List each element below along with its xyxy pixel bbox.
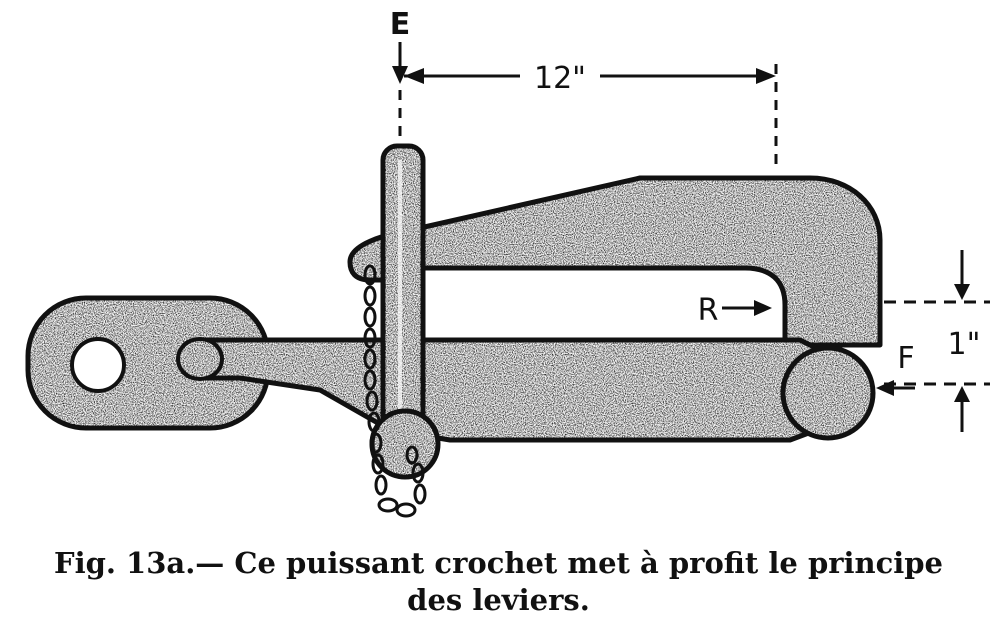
reaction-r-indicator <box>722 300 772 316</box>
chain-link-hole <box>70 337 126 393</box>
label-12in: 12" <box>534 61 586 96</box>
lever-arm <box>177 337 833 443</box>
dimension-1in <box>884 250 990 432</box>
label-r: R <box>698 293 719 328</box>
label-1in: 1" <box>948 327 981 362</box>
caption-line-2: des leviers. <box>407 583 590 617</box>
label-e: E <box>390 7 411 42</box>
force-e-indicator <box>392 42 408 142</box>
pivot-roller <box>780 345 876 441</box>
safety-chain <box>363 264 427 518</box>
force-f-indicator <box>876 380 915 396</box>
label-f: F <box>897 341 914 376</box>
dimension-12in <box>404 64 778 170</box>
lever-hook-diagram: E 12" R F 1" <box>25 7 990 518</box>
figure-caption: Fig. 13a.— Ce puissant crochet met à pro… <box>0 545 997 619</box>
hook-body <box>347 175 883 348</box>
arm-eye <box>176 337 224 381</box>
locking-pin <box>369 143 441 480</box>
caption-line-1: Fig. 13a.— Ce puissant crochet met à pro… <box>53 546 944 580</box>
